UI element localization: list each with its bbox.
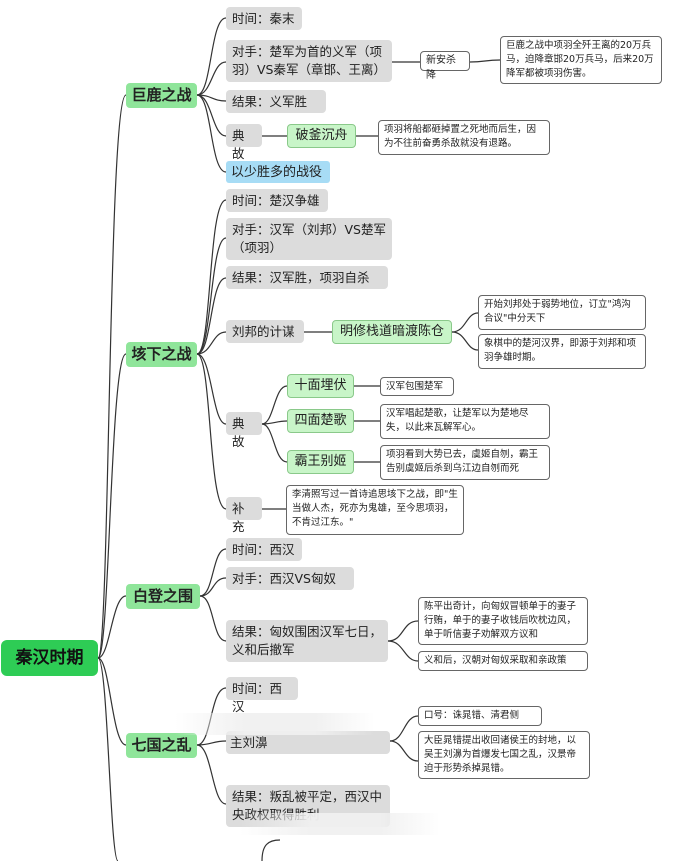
qiguo-note-2: 大臣晁错提出收回诸侯王的封地，以吴王刘濞为首爆发七国之乱，汉景帝迫于形势杀掉晁错… xyxy=(418,731,590,779)
julu-idiom-label: 典故 xyxy=(226,124,262,161)
julu-highlight: 以少胜多的战役 xyxy=(226,161,330,183)
blur-overlay-1 xyxy=(175,713,375,735)
baideng-time: 时间：西汉 xyxy=(226,538,302,561)
baideng-opponents: 对手：西汉VS匈奴 xyxy=(226,567,354,590)
gaixia-idiom-1: 十面埋伏 xyxy=(287,374,354,398)
root-node: 秦汉时期 xyxy=(1,640,98,676)
julu-idiom: 破釜沉舟 xyxy=(287,124,356,148)
gaixia-supplement-label: 补充 xyxy=(226,497,262,534)
gaixia-opponents: 对手：汉军（刘邦）VS楚军（项羽） xyxy=(226,218,392,260)
qiguo-leader: 主刘濞 xyxy=(226,731,390,754)
qiguo-note-1: 口号：诛晁错、清君侧 xyxy=(418,706,542,726)
gaixia-strategy-note-1: 开始刘邦处于弱势地位，订立"鸿沟合议"中分天下 xyxy=(478,295,646,330)
julu-note-label: 新安杀降 xyxy=(420,51,470,81)
gaixia-strategy: 明修栈道暗渡陈仓 xyxy=(332,320,452,344)
julu-time: 时间：秦末 xyxy=(226,7,302,30)
battle-qiguo: 七国之乱 xyxy=(126,733,197,758)
julu-opponents: 对手：楚军为首的义军（项羽）VS秦军（章邯、王离） xyxy=(226,40,392,82)
julu-idiom-note: 项羽将船都砸掉置之死地而后生，因为不往前奋勇杀敌就没有退路。 xyxy=(378,120,550,155)
gaixia-idiom-2: 四面楚歌 xyxy=(287,409,354,433)
baideng-note-2: 义和后，汉朝对匈奴采取和亲政策 xyxy=(418,651,588,671)
gaixia-idiom-label: 典故 xyxy=(226,412,262,449)
gaixia-strategy-label: 刘邦的计谋 xyxy=(226,320,304,343)
gaixia-supplement: 李清照写过一首诗追思垓下之战，即"生当做人杰，死亦为鬼雄，至今思项羽，不肯过江东… xyxy=(286,485,464,535)
julu-note: 巨鹿之战中项羽全歼王离的20万兵马，迫降章邯20万兵马，后来20万降军都被项羽伤… xyxy=(500,36,662,84)
gaixia-idiom-note-3: 项羽看到大势已去，虞姬自刎，霸王告别虞姬后杀到乌江边自刎而死 xyxy=(380,445,550,480)
qiguo-time: 时间：西汉 xyxy=(226,677,298,714)
gaixia-result: 结果：汉军胜，项羽自杀 xyxy=(226,266,388,289)
battle-gaixia: 垓下之战 xyxy=(126,342,197,367)
gaixia-time: 时间：楚汉争雄 xyxy=(226,189,328,212)
gaixia-strategy-note-2: 象棋中的楚河汉界，即源于刘邦和项羽争雄时期。 xyxy=(478,334,646,369)
gaixia-idiom-note-1: 汉军包围楚军 xyxy=(380,377,454,396)
baideng-result: 结果：匈奴围困汉军七日，义和后撤军 xyxy=(226,620,388,662)
gaixia-idiom-3: 霸王别姬 xyxy=(287,450,354,474)
battle-julu: 巨鹿之战 xyxy=(126,83,197,108)
battle-baideng: 白登之围 xyxy=(126,584,200,609)
baideng-note-1: 陈平出奇计，向匈奴冒顿单于的妻子行贿，单于的妻子收钱后吹枕边风，单于听信妻子劝解… xyxy=(418,597,588,645)
gaixia-idiom-note-2: 汉军唱起楚歌，让楚军以为楚地尽失，以此来瓦解军心。 xyxy=(380,404,550,439)
blur-overlay-2 xyxy=(240,813,440,835)
julu-result: 结果：义军胜 xyxy=(226,90,326,113)
